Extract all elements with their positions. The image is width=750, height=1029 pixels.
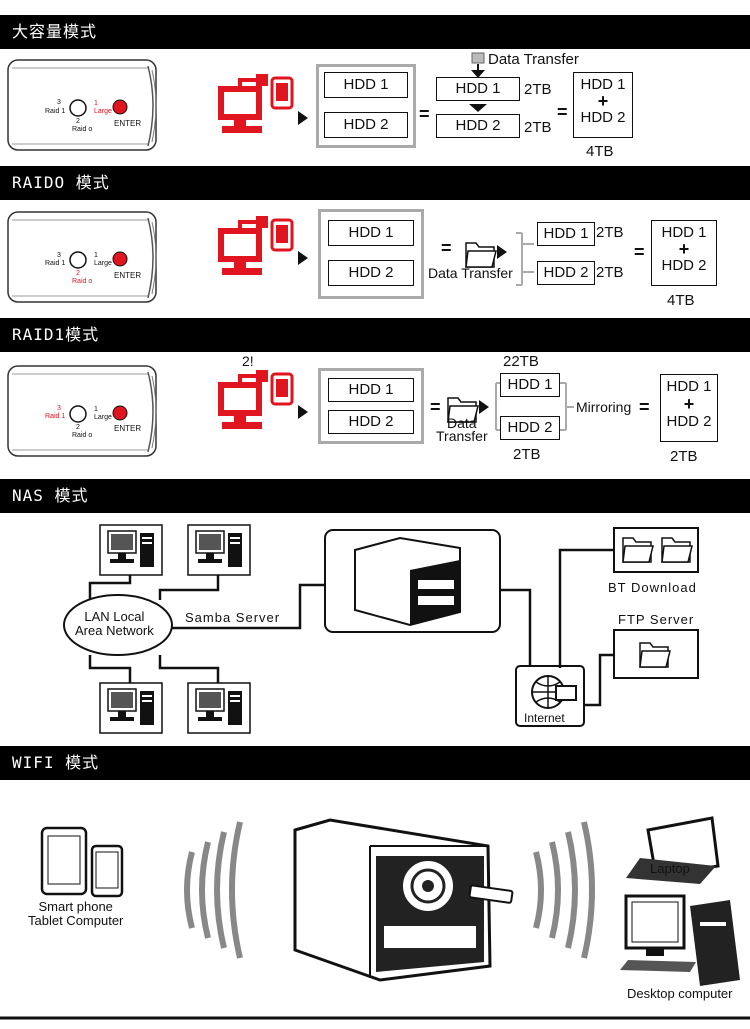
hdd1-result: HDD 1	[537, 222, 595, 246]
hdd-enclosure	[316, 64, 416, 148]
panel-raid1-label: Raid 1	[45, 108, 66, 115]
section-title-raid1: RAID1模式	[0, 318, 750, 352]
equals-sign: =	[639, 397, 650, 417]
internet-label: Internet	[524, 711, 565, 725]
hdd2-result: HDD 2	[537, 261, 595, 285]
panel-enter-label: ENTER	[114, 119, 142, 128]
combined-hdd2: HDD 2	[580, 109, 626, 126]
lan-cloud-label: LAN Local Area Network	[75, 610, 154, 638]
panel-num3: 3	[57, 99, 61, 106]
capacity-4tb: 4TB	[667, 292, 695, 309]
hdd1-result: HDD 1	[436, 77, 520, 101]
panel-raid1-label: Raid 1	[45, 413, 66, 420]
panel-num2: 2	[76, 118, 80, 125]
hdd-enclosure	[318, 368, 424, 444]
data-transfer-line1: Data	[447, 415, 477, 431]
hdd2-box: HDD 2	[328, 410, 414, 434]
lan-line2: Area Network	[75, 623, 154, 638]
combined-plus: +	[597, 91, 609, 111]
equals-sign: =	[634, 242, 645, 262]
capacity-2tb-b: 2TB	[524, 119, 552, 136]
panel-enter-label: ENTER	[114, 424, 142, 433]
capacity-2tb-b: 2TB	[596, 264, 624, 281]
lan-line1: LAN Local	[84, 609, 145, 624]
data-transfer-label: Data Transfer	[488, 51, 579, 68]
equals-sign: =	[557, 102, 568, 122]
capacity-2tb-b: 2TB	[670, 448, 698, 465]
combined-volume: HDD 1 + HDD 2	[573, 72, 633, 138]
equals-sign: =	[441, 238, 452, 258]
laptop-label: Laptop	[650, 861, 690, 876]
desktop-label: Desktop computer	[627, 986, 733, 1001]
hdd2-result: HDD 2	[500, 416, 560, 440]
section-title-raid0: RAIDO 模式	[0, 166, 750, 200]
smartphone-tablet-label: Smart phone Tablet Computer	[28, 900, 123, 928]
tablet-line: Tablet Computer	[28, 913, 124, 928]
equals-sign: =	[419, 104, 430, 124]
hdd-enclosure	[318, 209, 424, 299]
combined-plus: +	[678, 239, 690, 259]
panel-raid0-label: Raid o	[72, 126, 93, 133]
combined-plus: +	[683, 394, 695, 414]
hdd1-box: HDD 1	[324, 72, 408, 98]
capacity-4tb: 4TB	[586, 143, 614, 160]
capacity-2tb-a: 2TB	[596, 224, 624, 241]
capacity-2tb-a: 2TB	[524, 81, 552, 98]
capacity-fragment: 2!	[242, 353, 254, 369]
hdd1-box: HDD 1	[328, 378, 414, 402]
section-title-nas: NAS 模式	[0, 479, 750, 513]
samba-server-label: Samba Server	[185, 610, 281, 625]
capacity-2tb-a: 2TB	[513, 446, 541, 463]
panel-num1: 1	[94, 406, 98, 413]
panel-num1: 1	[94, 252, 98, 259]
combined-hdd1: HDD 1	[580, 76, 626, 93]
panel-num3: 3	[57, 252, 61, 259]
panel-raid0-label: Raid o	[72, 278, 93, 285]
panel-num3: 3	[57, 405, 61, 412]
equals-sign: =	[430, 397, 441, 417]
panel-large-label: Large	[94, 260, 112, 267]
panel-num2: 2	[76, 424, 80, 431]
section-title-large-capacity: 大容量模式	[0, 15, 750, 49]
combined-hdd1: HDD 1	[661, 224, 707, 241]
hdd2-box: HDD 2	[328, 260, 414, 286]
smartphone-line: Smart phone	[38, 899, 113, 914]
panel-num1: 1	[94, 100, 98, 107]
mirroring-label: Mirroring	[576, 399, 632, 415]
bt-download-label: BT Download	[608, 580, 697, 595]
panel-enter-label: ENTER	[114, 271, 142, 280]
data-transfer-label: Data Transfer	[428, 265, 513, 281]
combined-hdd2: HDD 2	[666, 413, 712, 430]
panel-large-label: Large	[94, 108, 112, 115]
data-transfer-label: Data Transfer	[436, 415, 488, 444]
panel-num2: 2	[76, 270, 80, 277]
hdd1-box: HDD 1	[328, 220, 414, 246]
capacity-22tb: 22TB	[503, 353, 539, 370]
combined-volume: HDD 1 + HDD 2	[660, 374, 718, 442]
panel-raid1-label: Raid 1	[45, 260, 66, 267]
panel-large-label: Large	[94, 414, 112, 421]
combined-hdd2: HDD 2	[661, 257, 707, 274]
hdd1-result: HDD 1	[500, 373, 560, 397]
data-transfer-line2: Transfer	[436, 428, 488, 444]
section-title-wifi: WIFI 模式	[0, 746, 750, 780]
hdd2-result: HDD 2	[436, 114, 520, 138]
ftp-server-label: FTP Server	[618, 612, 695, 627]
combined-volume: HDD 1 + HDD 2	[651, 220, 717, 286]
hdd2-box: HDD 2	[324, 112, 408, 138]
combined-hdd1: HDD 1	[666, 378, 712, 395]
panel-raid0-label: Raid o	[72, 432, 93, 439]
